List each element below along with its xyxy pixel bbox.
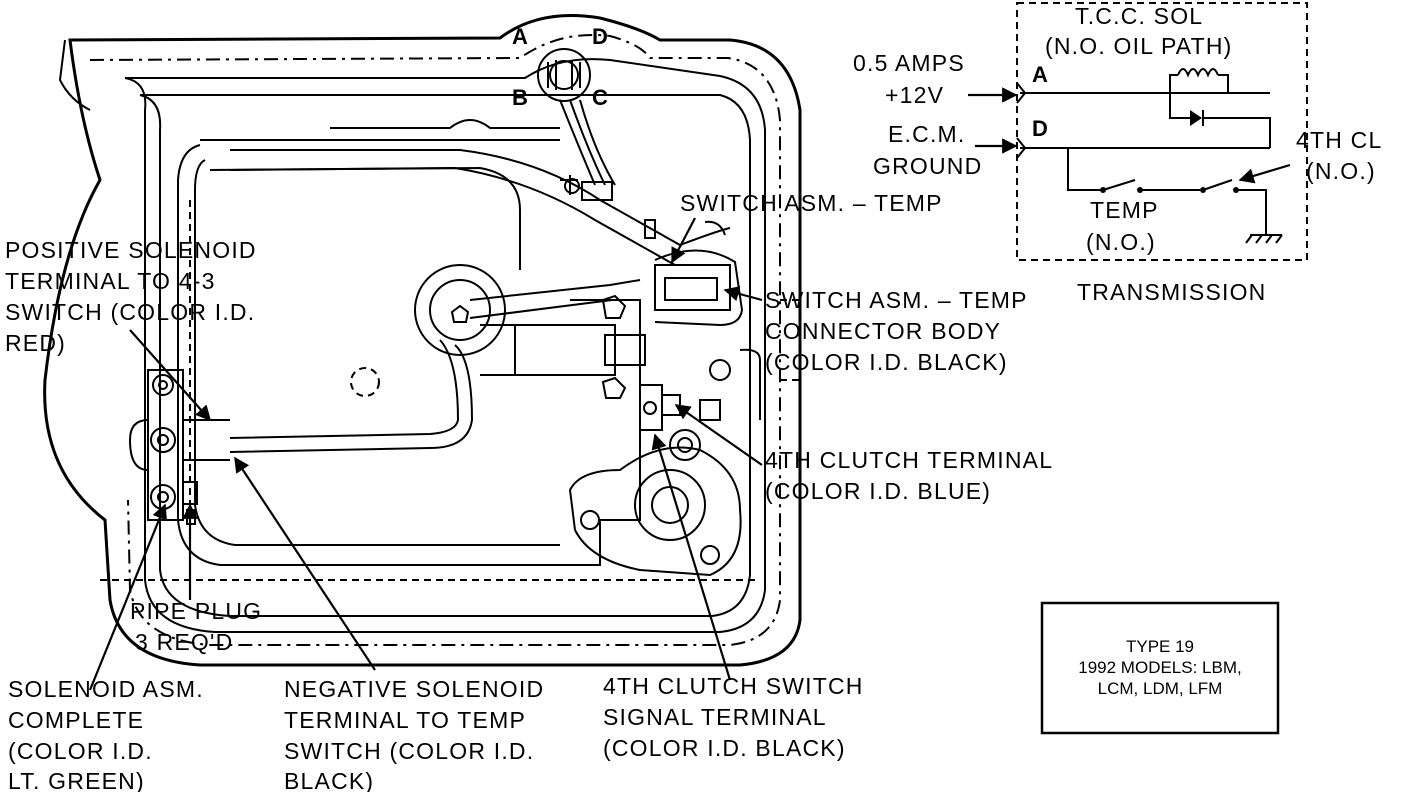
schematic-pin-d: D (1032, 116, 1048, 141)
ground-icon (1245, 234, 1283, 244)
switch-temp-label: SWITCH ASM. – TEMP (680, 190, 943, 216)
negative-solenoid-label-1: NEGATIVE SOLENOID (284, 676, 544, 702)
voltage-label: +12V (885, 82, 944, 108)
temp-label: TEMP (1090, 197, 1159, 223)
connector-pin-a: A (512, 24, 528, 49)
solenoid-asm-label-1: SOLENOID ASM. (8, 676, 204, 702)
negative-solenoid-label-2: TERMINAL TO TEMP (284, 707, 526, 733)
connector-pin-c: C (592, 85, 608, 110)
fourth-clutch-terminal-label-1: 4TH CLUTCH TERMINAL (765, 447, 1053, 473)
negative-solenoid-label-3: SWITCH (COLOR I.D. (284, 738, 534, 764)
leader-lines (88, 217, 763, 691)
positive-solenoid-label-3: SWITCH (COLOR I.D. (5, 299, 255, 325)
fourth-clutch-switch-label-3: (COLOR I.D. BLACK) (603, 735, 846, 761)
solenoid-asm-label-2: COMPLETE (8, 707, 144, 733)
fourth-clutch-switch-label-2: SIGNAL TERMINAL (603, 704, 827, 730)
negative-solenoid-label-4: BLACK) (284, 768, 374, 792)
ground-label: GROUND (873, 153, 982, 179)
type-box (1040, 601, 1280, 735)
tcc-schematic (968, 2, 1308, 261)
connector-pin-b: B (512, 85, 528, 110)
fourth-cl-label: 4TH CL (1296, 127, 1382, 153)
pipe-plug-label-1: PIPE PLUG (130, 598, 262, 624)
diode-icon (1190, 110, 1202, 126)
fourth-cl-no-label: (N.O.) (1306, 158, 1376, 184)
type-box-line-3: LCM, LDM, LFM (1098, 679, 1223, 698)
schematic-pin-a: A (1032, 62, 1048, 87)
switch-connector-label-3: (COLOR I.D. BLACK) (765, 349, 1008, 375)
type-box-line-1: TYPE 19 (1126, 637, 1194, 656)
pipe-plug-label-2: 3 REQ'D (135, 629, 233, 655)
solenoid-asm-label-3: (COLOR I.D. (8, 738, 153, 764)
transmission-case-drawing (43, 14, 802, 667)
solenoid-asm-label-4: LT. GREEN) (8, 768, 145, 792)
fourth-clutch-terminal-label-2: (COLOR I.D. BLUE) (765, 478, 991, 504)
temp-no-label: (N.O.) (1086, 229, 1156, 255)
positive-solenoid-label-2: TERMINAL TO 4-3 (5, 268, 216, 294)
ecm-label: E.C.M. (888, 121, 965, 147)
positive-solenoid-label-1: POSITIVE SOLENOID (5, 237, 257, 263)
tcc-sol-label: T.C.C. SOL (1075, 3, 1203, 29)
positive-solenoid-label-4: RED) (5, 330, 66, 356)
fourth-clutch-switch-label-1: 4TH CLUTCH SWITCH (603, 673, 864, 699)
transmission-label: TRANSMISSION (1077, 279, 1266, 305)
connector-pin-d: D (592, 24, 608, 49)
type-box-line-2: 1992 MODELS: LBM, (1078, 658, 1241, 677)
switch-connector-label-1: SWITCH ASM. – TEMP (765, 287, 1028, 313)
switch-connector-label-2: CONNECTOR BODY (765, 318, 1001, 344)
tcc-oil-path-label: (N.O. OIL PATH) (1045, 33, 1233, 59)
amps-label: 0.5 AMPS (853, 50, 965, 76)
